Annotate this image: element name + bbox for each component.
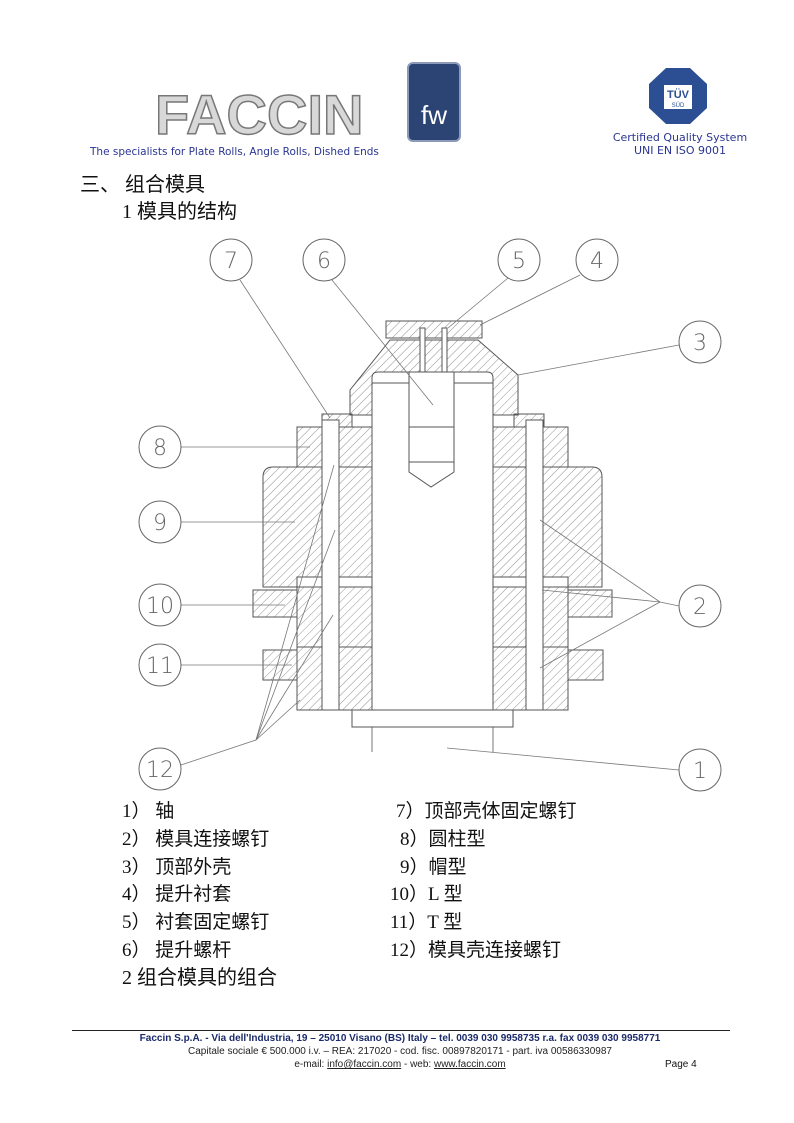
callout-1: 1 <box>678 748 722 792</box>
legend-item-4: 4） 提升衬套 <box>122 884 232 905</box>
web-label: - web: <box>401 1059 434 1070</box>
svg-text:8: 8 <box>153 436 167 461</box>
callout-10: 10 <box>138 583 182 627</box>
hat-block-right <box>492 466 603 588</box>
legend-item-6: 6） 提升螺杆 <box>122 940 232 961</box>
callout-9: 9 <box>138 500 182 544</box>
hat-block-left <box>262 466 373 588</box>
callout-6: 6 <box>302 238 346 282</box>
leader-lines <box>180 274 680 771</box>
callout-2: 2 <box>678 584 722 628</box>
svg-text:SÜD: SÜD <box>672 102 685 109</box>
legend-item-11: 11）T 型 <box>390 912 463 933</box>
legend-item-8: 8）圆柱型 <box>400 829 486 850</box>
svg-text:TÜV: TÜV <box>667 88 690 101</box>
legend-item-3: 3） 顶部外壳 <box>122 857 232 878</box>
footer-divider <box>72 1030 730 1031</box>
callout-3: 3 <box>678 320 722 364</box>
tuv-logo: TÜV SÜD <box>649 68 707 124</box>
svg-text:2: 2 <box>693 595 707 620</box>
svg-text:10: 10 <box>146 594 174 619</box>
svg-text:1: 1 <box>693 759 707 784</box>
svg-text:4: 4 <box>590 249 604 274</box>
callout-7: 7 <box>209 238 253 282</box>
legend-item-5: 5） 衬套固定螺钉 <box>122 912 270 933</box>
svg-text:7: 7 <box>224 249 238 274</box>
callout-5: 5 <box>497 238 541 282</box>
subsection-title-2: 2 组合模具的组合 <box>122 967 277 989</box>
email-label: e-mail: <box>294 1059 328 1070</box>
legend-item-2: 2） 模具连接螺钉 <box>122 829 270 850</box>
tagline: The specialists for Plate Rolls, Angle R… <box>90 146 379 158</box>
svg-text:3: 3 <box>693 331 707 356</box>
faccin-logo: FACCIN <box>154 83 364 146</box>
svg-text:9: 9 <box>153 511 167 536</box>
svg-text:6: 6 <box>317 249 331 274</box>
cert-line-1: Certified Quality System <box>612 131 748 144</box>
lifting-screw <box>408 371 455 428</box>
web-link[interactable]: www.faccin.com <box>433 1059 506 1070</box>
subsection-title-1: 1 模具的结构 <box>122 201 237 223</box>
callout-11: 11 <box>138 643 182 687</box>
email-link[interactable]: info@faccin.com <box>327 1059 402 1070</box>
svg-text:11: 11 <box>146 654 174 679</box>
lifting-bushing <box>385 320 483 339</box>
legend-item-12: 12）模具壳连接螺钉 <box>390 940 562 961</box>
legend-item-7: 7）顶部壳体固定螺钉 <box>396 801 577 822</box>
callout-4: 4 <box>575 238 619 282</box>
legend-item-1: 1） 轴 <box>122 801 175 822</box>
footer-contact: e-mail: info@faccin.com - web: www.facci… <box>120 1059 680 1071</box>
section-title: 三、 组合模具 <box>80 174 205 196</box>
footer-company-info: Capitale sociale € 500.000 i.v. – REA: 2… <box>188 1046 612 1057</box>
legend-item-9: 9）帽型 <box>400 857 467 878</box>
legend-item-10: 10）L 型 <box>390 884 463 905</box>
cert-line-2: UNI EN ISO 9001 <box>633 144 727 157</box>
footer-address: Faccin S.p.A. - Via dell'Industria, 19 –… <box>139 1033 661 1044</box>
svg-text:5: 5 <box>512 249 526 274</box>
callout-12: 12 <box>138 747 182 791</box>
page-number: Page 4 <box>665 1059 697 1070</box>
svg-text:12: 12 <box>146 758 174 783</box>
callout-8: 8 <box>138 425 182 469</box>
fw-logo: fw <box>407 62 461 142</box>
